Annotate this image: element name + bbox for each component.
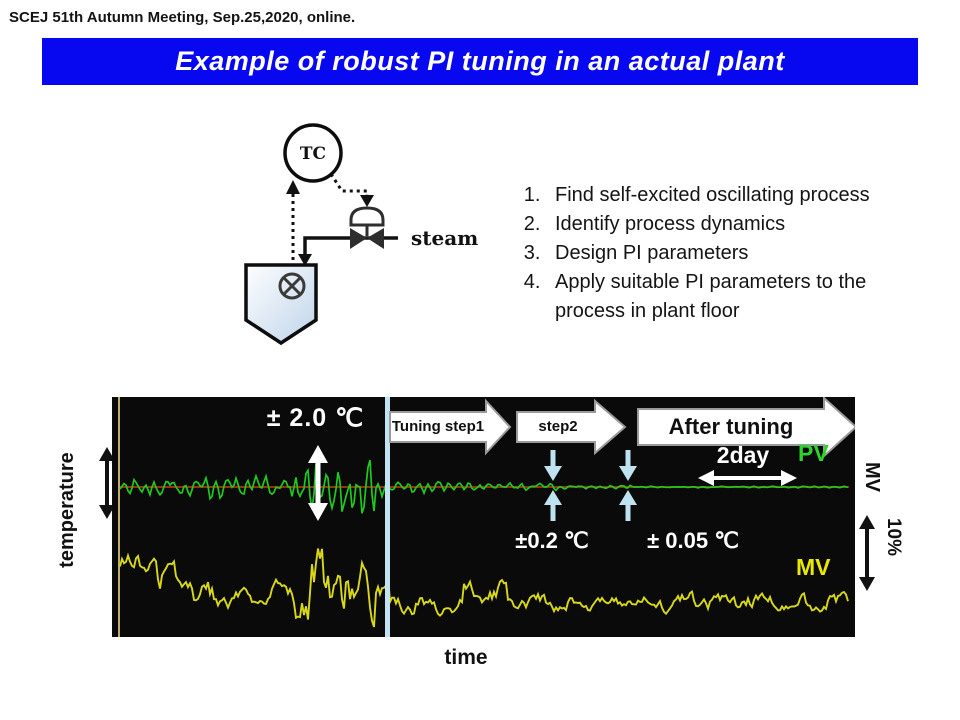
tank bbox=[244, 263, 318, 346]
step-item-3: Design PI parameters bbox=[546, 239, 938, 268]
amplitude-step2-label: ± 0.05 ℃ bbox=[647, 528, 739, 553]
controller-label: TC bbox=[300, 144, 326, 164]
pv-range-arrow-left bbox=[99, 447, 115, 519]
trend-series bbox=[119, 459, 849, 628]
x-axis-label: time bbox=[444, 646, 488, 669]
banner-step2-label: step2 bbox=[538, 418, 578, 435]
process-diagram: TC steam bbox=[244, 123, 478, 346]
procedure-steps: Find self-excited oscillating process Id… bbox=[512, 181, 938, 326]
banner-arrow-after bbox=[637, 397, 855, 459]
banner-step1-label: Tuning step1 bbox=[391, 418, 485, 435]
step-item-2: Identify process dynamics bbox=[546, 210, 938, 239]
mv-legend-label: MV bbox=[796, 554, 831, 580]
banner-arrow-step1 bbox=[389, 398, 512, 456]
tuning-start-divider bbox=[385, 397, 390, 637]
converge-arrows-step1 bbox=[544, 450, 562, 521]
step-item-4: Apply suitable PI parameters to the proc… bbox=[546, 268, 938, 326]
converge-arrows-step2 bbox=[619, 450, 637, 521]
steam-label: steam bbox=[411, 226, 478, 250]
banner-arrow-step2 bbox=[516, 398, 627, 456]
left-axis-line bbox=[118, 397, 120, 637]
banner-after-label: After tuning bbox=[668, 414, 794, 439]
amplitude-step1-label: ±0.2 ℃ bbox=[515, 528, 589, 553]
amplitude-before-label: ± 2.0 ℃ bbox=[266, 404, 365, 432]
slide-title: Example of robust PI tuning in an actual… bbox=[175, 46, 785, 76]
title-banner: Example of robust PI tuning in an actual… bbox=[42, 38, 918, 85]
measurement-signal-line bbox=[286, 180, 300, 274]
control-signal-line bbox=[329, 173, 374, 207]
pv-legend-label: PV bbox=[798, 440, 829, 466]
controller-circle bbox=[283, 123, 343, 183]
duration-arrow bbox=[698, 470, 797, 486]
chart-overlay-arrows bbox=[308, 397, 855, 521]
trend-chart: ± 2.0 ℃ Tuning step1 step2 After tuning … bbox=[112, 397, 855, 637]
y-axis-label: temperature bbox=[56, 452, 78, 568]
duration-label: 2day bbox=[716, 442, 770, 468]
amplitude-arrow-big bbox=[308, 445, 328, 521]
mv-trace bbox=[119, 548, 849, 628]
pv-trace bbox=[119, 459, 849, 514]
right-axis-label: MV bbox=[861, 462, 883, 492]
mv-scale-label: 10% bbox=[883, 517, 904, 557]
valve-icon bbox=[349, 206, 385, 249]
conference-note: SCEJ 51th Autumn Meeting, Sep.25,2020, o… bbox=[9, 9, 356, 26]
mv-scale-arrow-right bbox=[859, 515, 875, 591]
step-item-1: Find self-excited oscillating process bbox=[546, 181, 938, 210]
sensor-icon bbox=[278, 272, 306, 300]
